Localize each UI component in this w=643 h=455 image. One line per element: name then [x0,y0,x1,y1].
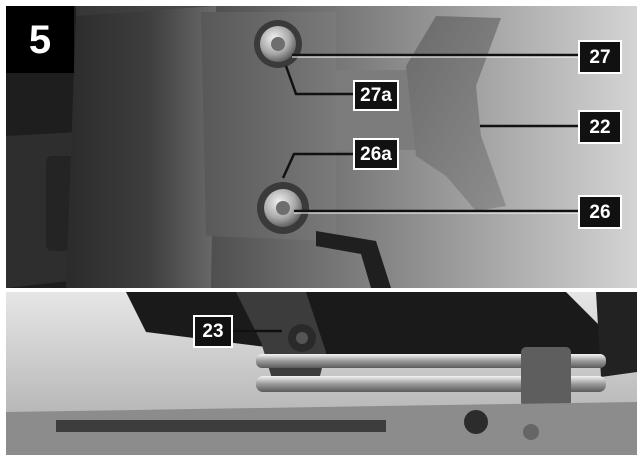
bottom-photo [6,292,637,455]
callout-label-26a: 26a [353,138,399,170]
top-photo-drawing [6,6,637,288]
callout-label-22: 22 [578,110,622,144]
callout-label-26: 26 [578,195,622,229]
figure-number-badge: 5 [6,6,74,73]
callout-label-27: 27 [578,40,622,74]
callout-label-27a: 27a [353,80,399,111]
bottom-photo-drawing [6,292,637,455]
top-photo [6,6,637,288]
callout-label-23: 23 [193,315,233,348]
